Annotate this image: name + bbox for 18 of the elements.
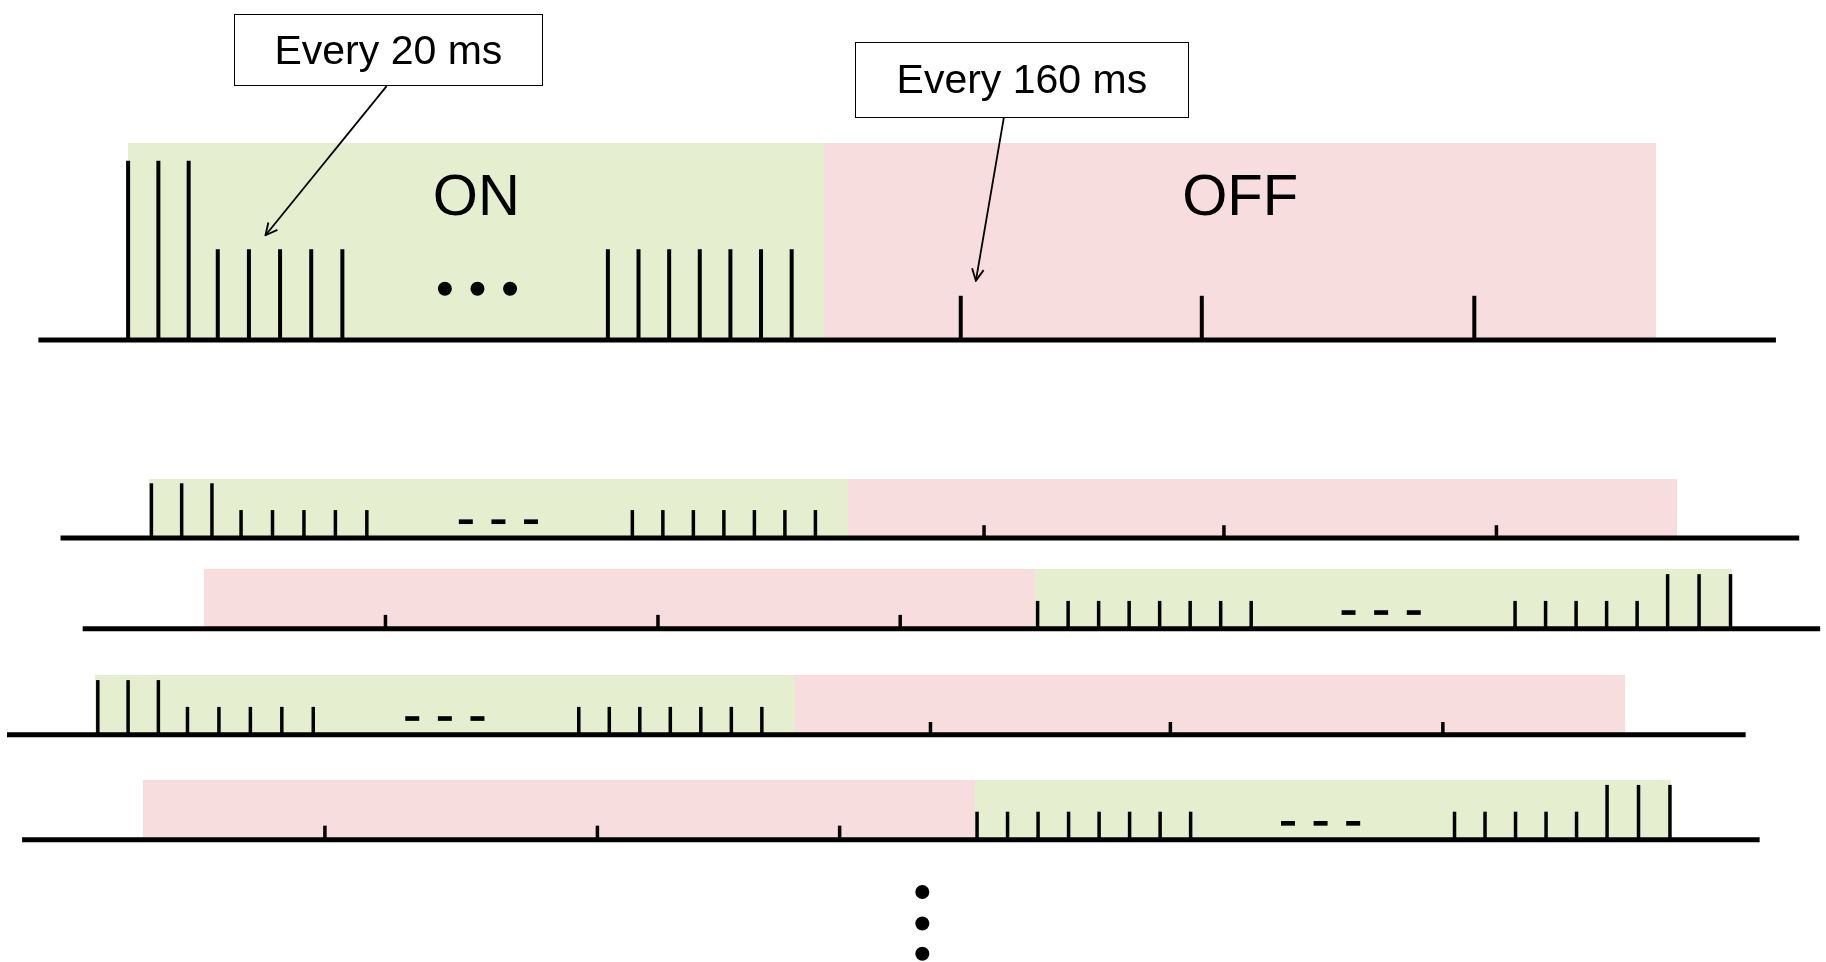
interval-label: Every 160 ms — [896, 56, 1148, 104]
state-label: ON — [432, 161, 520, 229]
off-period-band — [203, 569, 1036, 629]
off-period-band — [824, 143, 1656, 341]
leader-arrow — [264, 85, 388, 237]
interval-label: Every 20 ms — [274, 26, 503, 74]
on-period-band — [974, 780, 1672, 840]
on-period-band — [128, 143, 825, 341]
off-period-band — [847, 478, 1677, 538]
leader-arrow — [971, 116, 1005, 282]
on-period-band — [95, 675, 796, 735]
off-period-band — [143, 780, 975, 840]
off-period-band — [795, 675, 1625, 735]
on-period-band — [1035, 569, 1732, 629]
callout-box — [854, 41, 1189, 118]
callout-box — [234, 13, 543, 87]
on-period-band — [149, 478, 848, 538]
state-label: OFF — [1182, 161, 1299, 229]
